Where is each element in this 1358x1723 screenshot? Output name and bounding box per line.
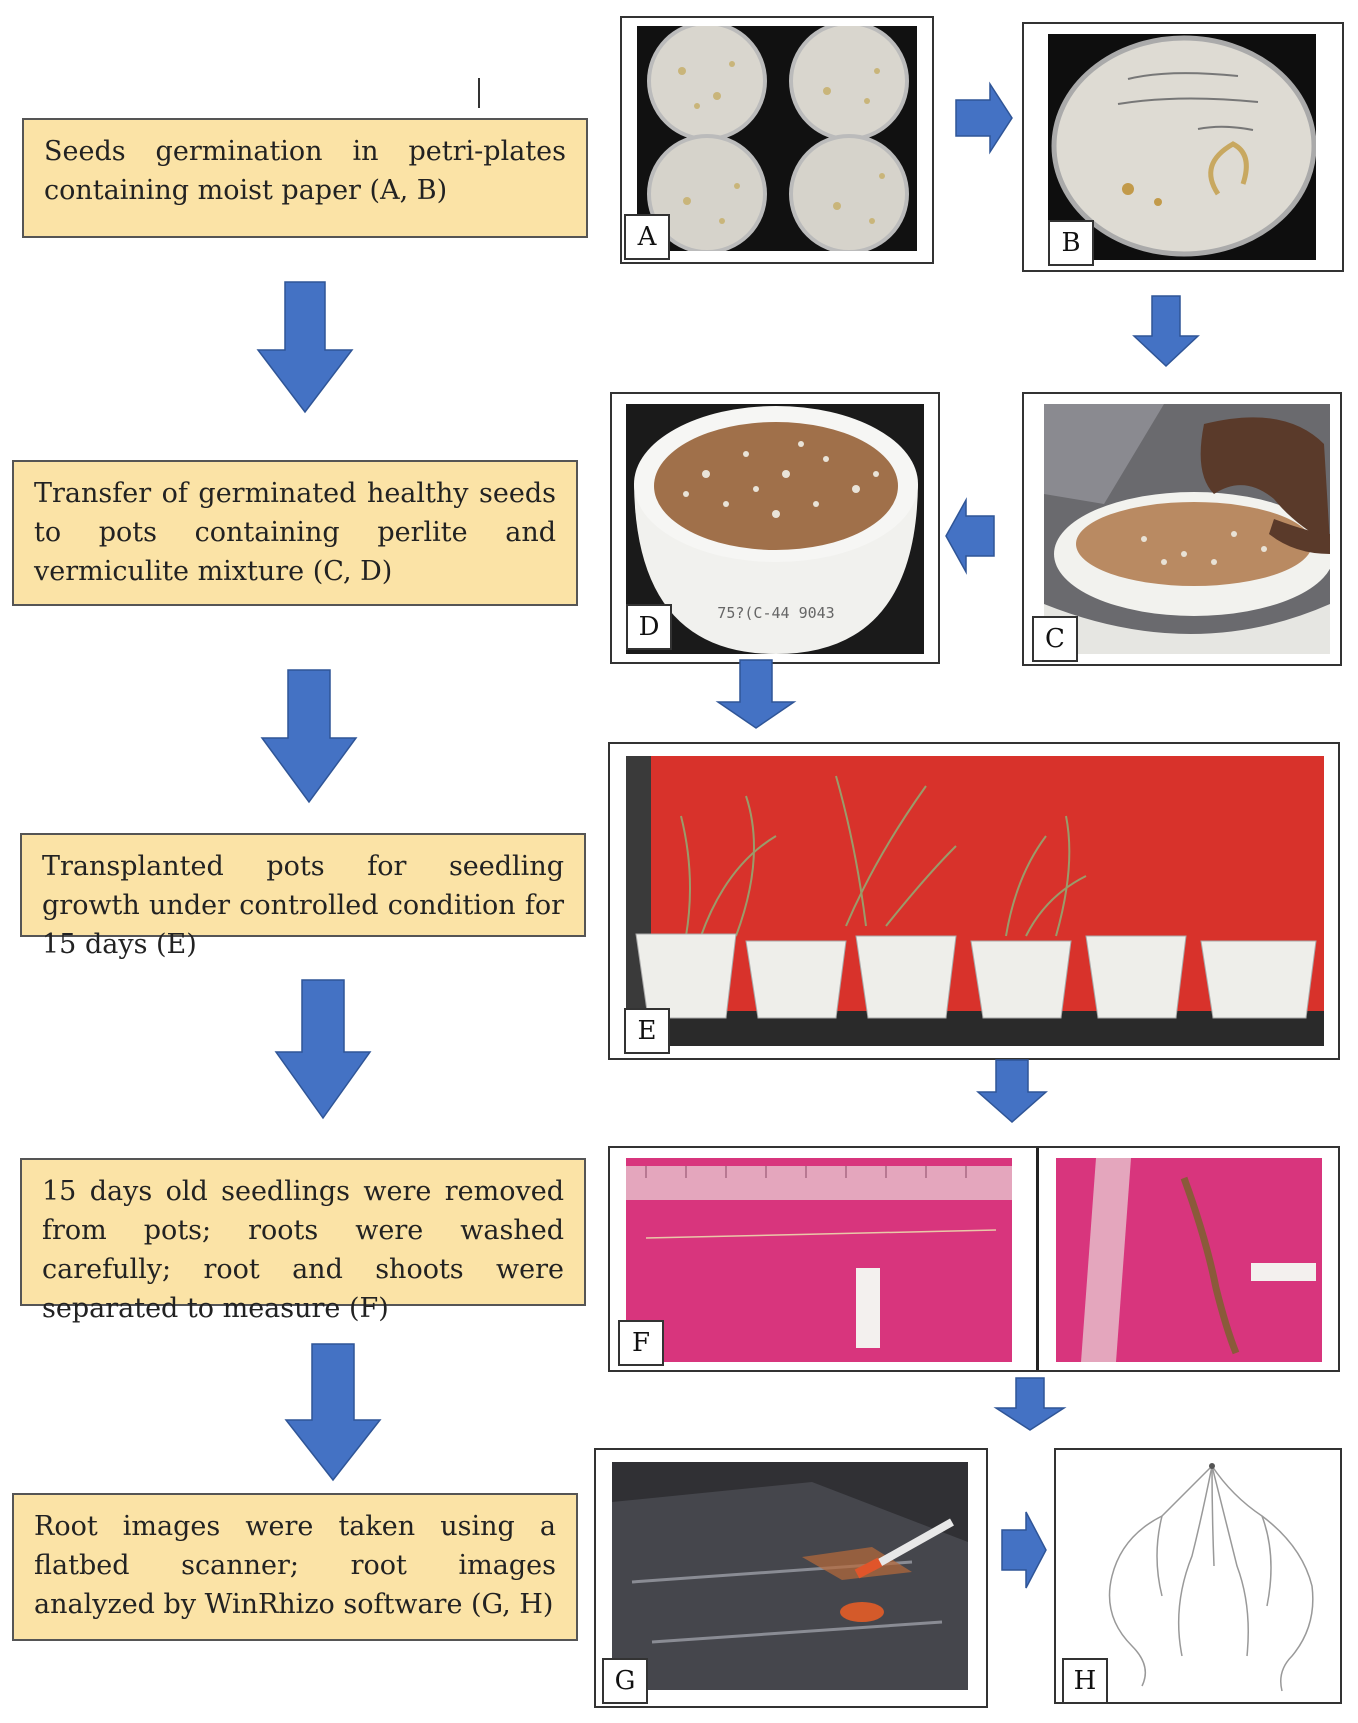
panel-label-a: A [624,214,670,260]
panel-label-f: F [618,1320,664,1366]
ruler-measure-photo-right [1056,1158,1322,1362]
panel-a-frame: A [620,16,934,264]
pot-mixture-photo: 75?(C-44 9043 [626,404,924,654]
panel-c-frame: C [1022,392,1342,666]
arrow-down-3 [274,979,372,1120]
root-scan-image [1108,1463,1314,1692]
step-box-scan: Root images were taken using a flatbed s… [12,1493,578,1641]
top-tick-line [478,78,480,108]
pot-label-text: 75?(C-44 9043 [717,604,834,622]
flatbed-scanner-image [612,1462,968,1690]
arrow-left-c-to-d [945,497,995,575]
panel-b-frame: B [1022,22,1344,272]
hand-planting-image [1044,404,1330,654]
arrow-right-g-to-h [1001,1511,1047,1589]
petri-dishes-photo [637,26,917,251]
petri-dish-closeup-photo [1048,34,1316,260]
ruler-measure-photo-left [626,1158,1012,1362]
arrow-down-4 [284,1343,382,1482]
ruler-measure-image-right [1056,1158,1322,1362]
panel-label-h: H [1062,1658,1108,1704]
panel-label-b: B [1048,220,1094,266]
panel-f-divider [1036,1148,1039,1370]
panel-label-c: C [1032,616,1078,662]
seedling-pots-photo [626,756,1324,1046]
arrow-down-f-to-gh [993,1377,1067,1431]
step-box-transfer: Transfer of germinated healthy seeds to … [12,460,578,606]
arrow-down-2 [260,669,358,804]
step-box-germination: Seeds germination in petri-plates contai… [22,118,588,238]
root-scan-photo [1062,1456,1334,1696]
petri-dishes-image [647,26,909,251]
step-box-transplant: Transplanted pots for seedling growth un… [20,833,586,960]
arrow-down-e-to-f [976,1059,1048,1124]
pot-mixture-image: 75?(C-44 9043 [634,406,918,654]
panel-d-frame: 75?(C-44 9043 D [610,392,940,664]
panel-f-frame: F [608,1146,1340,1372]
hand-planting-photo [1044,404,1330,654]
ruler-measure-image-left [626,1158,1012,1362]
arrow-right-a-to-b [955,81,1013,155]
seedling-pots-image [626,756,1324,1046]
arrow-down-b-to-c [1132,295,1200,368]
panel-label-g: G [602,1658,648,1704]
panel-label-d: D [626,604,672,650]
panel-g-frame: G [594,1448,988,1708]
step-box-measure: 15 days old seedlings were removed from … [20,1158,586,1324]
arrow-down-d-to-e [715,659,797,729]
panel-e-frame: E [608,742,1340,1060]
panel-label-e: E [624,1008,670,1054]
panel-h-frame: H [1054,1448,1342,1704]
petri-dish-closeup-image [1051,35,1316,257]
flatbed-scanner-photo [612,1462,968,1690]
arrow-down-1 [256,281,354,414]
